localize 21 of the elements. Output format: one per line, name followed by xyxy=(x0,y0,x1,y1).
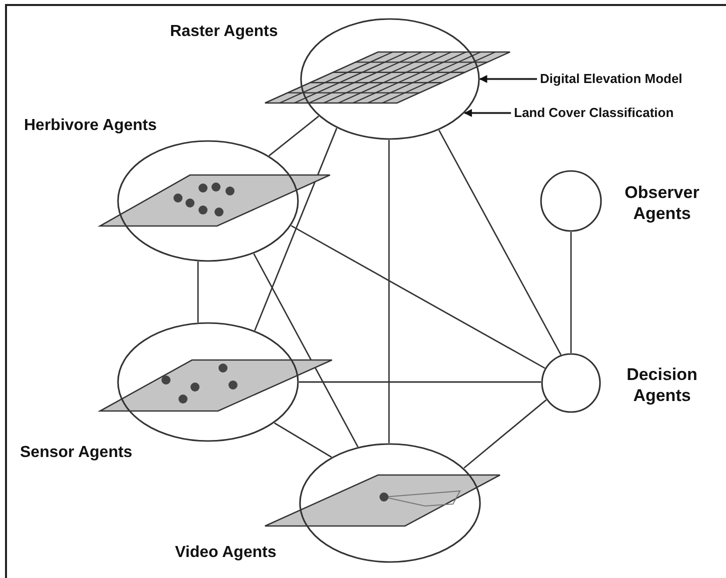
agent-label: Video Agents xyxy=(175,543,276,562)
connector-line xyxy=(570,232,572,353)
connector-line xyxy=(388,140,390,443)
annotation-label: Land Cover Classification xyxy=(514,105,674,121)
connector-line xyxy=(197,262,199,322)
connector-line xyxy=(254,128,338,331)
leader-arrow xyxy=(464,109,511,117)
agent-label: Decision Agents xyxy=(626,364,698,406)
connector-line xyxy=(464,399,547,469)
leader-arrow xyxy=(479,75,537,83)
agent-label: Observer Agents xyxy=(624,182,700,224)
connector-line xyxy=(290,225,546,369)
connector-line xyxy=(274,422,332,458)
connector-line xyxy=(438,130,562,356)
connector-line xyxy=(268,116,320,156)
agent-label: Raster Agents xyxy=(170,22,278,41)
annotation-label: Digital Elevation Model xyxy=(540,71,682,87)
agent-label: Herbivore Agents xyxy=(24,116,157,135)
connector-line xyxy=(253,253,359,448)
agent-label: Sensor Agents xyxy=(20,443,132,462)
connector-line xyxy=(299,381,541,383)
